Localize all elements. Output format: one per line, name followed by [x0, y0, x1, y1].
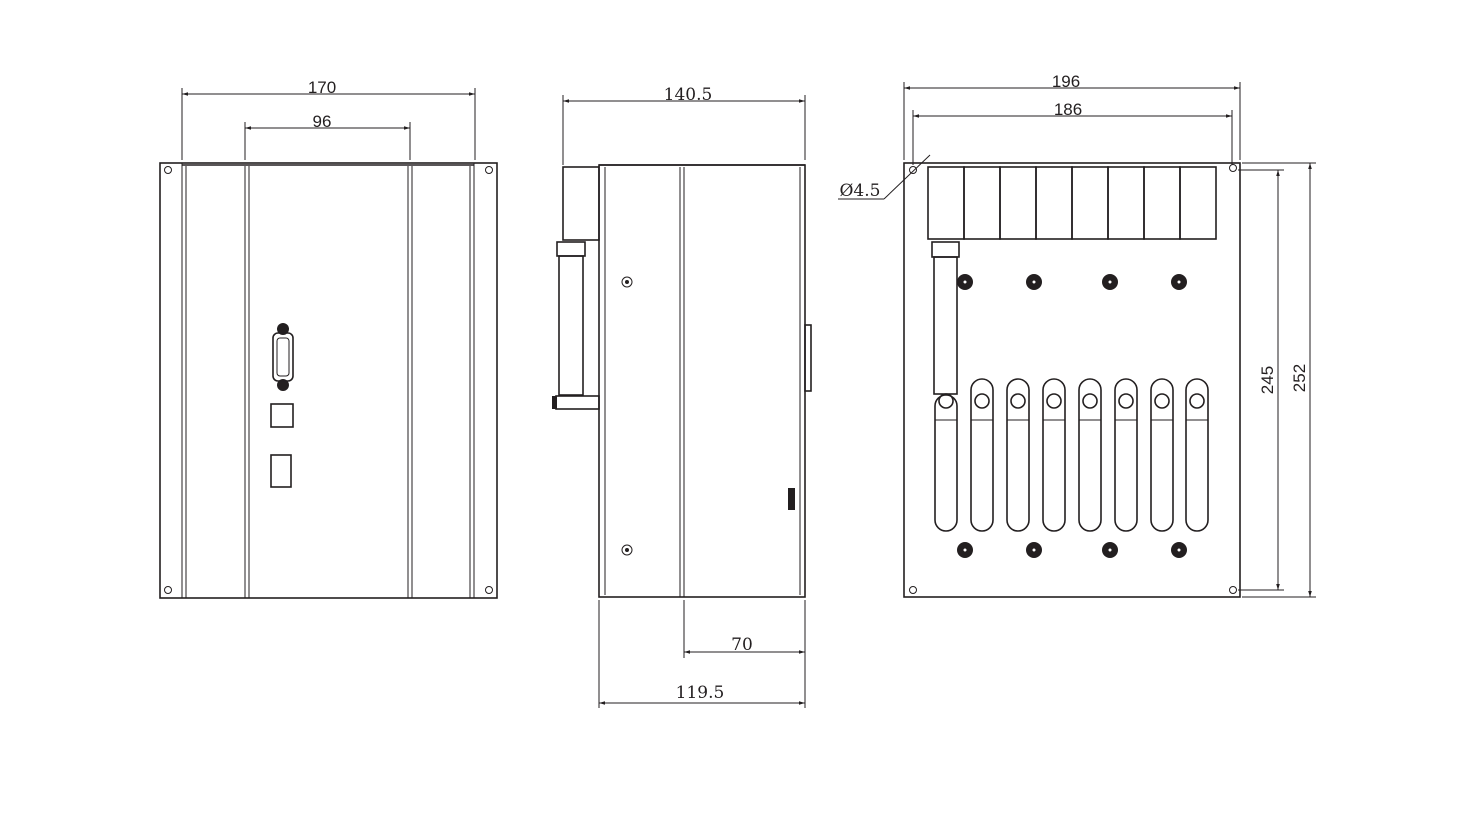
card-slot	[970, 378, 994, 532]
front-view: 170 96	[159, 78, 498, 599]
dim-hole-diameter: Ø4.5	[840, 181, 881, 201]
dim-rear-height: 252	[1290, 364, 1309, 392]
dim-rear-width: 196	[1052, 72, 1080, 91]
port-square	[270, 403, 294, 428]
antenna-icon	[931, 241, 960, 395]
dim-side-body-depth: 119.5	[676, 683, 725, 703]
card-slot	[934, 394, 958, 532]
dim-rear-hole-spacing-height: 245	[1258, 366, 1277, 394]
card-slot	[1185, 378, 1209, 532]
card-slots	[934, 378, 1209, 532]
card-slot	[1006, 378, 1030, 532]
terminal-module	[927, 166, 965, 240]
terminal-module	[1107, 166, 1145, 240]
stud-center	[1108, 548, 1112, 552]
slot-screw-icon	[1189, 393, 1205, 409]
dim-side-rear-depth: 70	[731, 635, 753, 655]
card-slot	[1078, 378, 1102, 532]
port-rect	[270, 454, 292, 488]
db-connector-icon	[272, 323, 294, 391]
dim-front-width: 170	[308, 78, 336, 97]
mounting-studs	[957, 274, 1187, 558]
slot-screw-icon	[1046, 393, 1062, 409]
antenna-icon	[552, 166, 600, 410]
stud-center	[1177, 548, 1181, 552]
terminal-module	[1035, 166, 1073, 240]
slot-screw-icon	[1010, 393, 1026, 409]
card-slot	[1150, 378, 1174, 532]
slot-screw-icon	[974, 393, 990, 409]
terminal-module	[1071, 166, 1109, 240]
mounting-hole	[164, 166, 493, 594]
stud-center	[1177, 280, 1181, 284]
dim-side-overall-depth: 140.5	[664, 85, 713, 105]
side-view: 140.5 70 119.5	[552, 85, 812, 708]
terminal-module	[1143, 166, 1181, 240]
terminal-module	[1179, 166, 1217, 240]
terminal-modules	[927, 166, 1217, 240]
dim-rear-hole-spacing-width: 186	[1054, 100, 1082, 119]
stud-center	[1108, 280, 1112, 284]
terminal-module	[963, 166, 1001, 240]
mounting-hole	[909, 164, 1237, 594]
indicator-slot	[788, 488, 795, 510]
dim-front-inner-width: 96	[313, 112, 332, 131]
slot-screw-icon	[938, 393, 954, 409]
slot-screw-icon	[1082, 393, 1098, 409]
card-slot	[1114, 378, 1138, 532]
stud-center	[1032, 280, 1036, 284]
side-connector	[804, 324, 812, 392]
stud-center	[963, 548, 967, 552]
stud-center	[963, 280, 967, 284]
screw-icon	[621, 276, 633, 556]
terminal-module	[999, 166, 1037, 240]
rear-view: 196 186 245 252 Ø4.5	[838, 72, 1316, 598]
card-slot	[1042, 378, 1066, 532]
stud-center	[1032, 548, 1036, 552]
slot-screw-icon	[1118, 393, 1134, 409]
slot-screw-icon	[1154, 393, 1170, 409]
